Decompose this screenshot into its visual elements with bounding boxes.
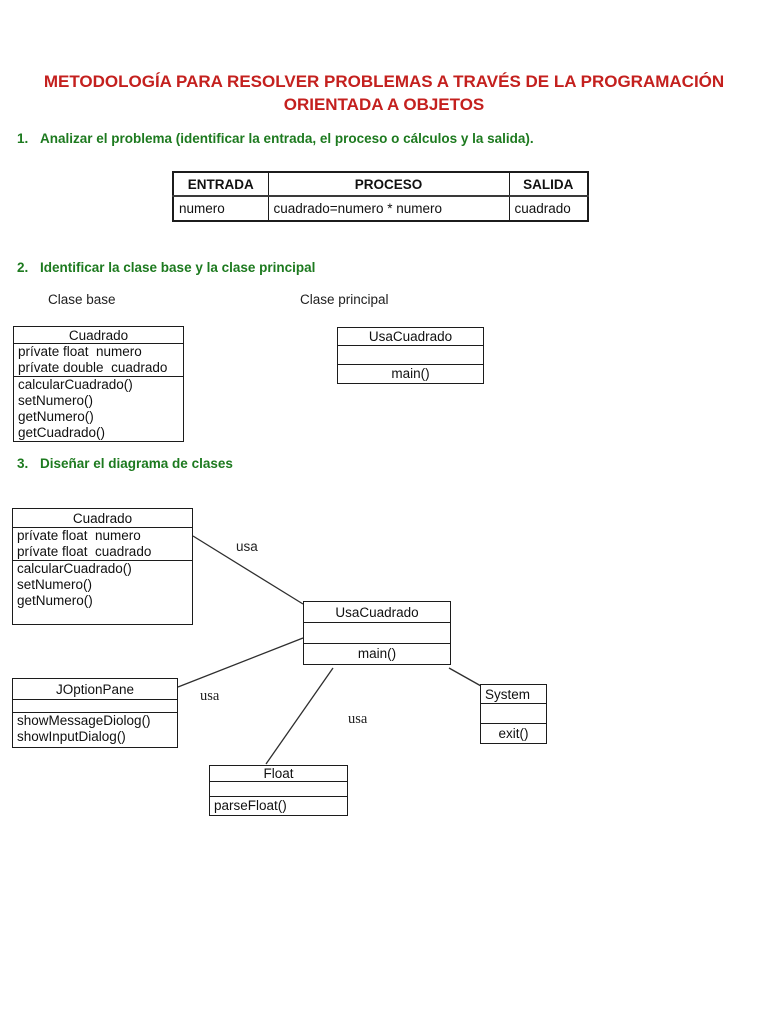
class-title: UsaCuadrado bbox=[304, 602, 450, 623]
diagram-class-system: System exit() bbox=[480, 684, 547, 744]
class-method: getCuadrado() bbox=[18, 425, 106, 440]
class-method: showMessageDiolog() bbox=[17, 713, 151, 728]
class-method: setNumero() bbox=[18, 393, 94, 408]
document-title: METODOLOGÍA PARA RESOLVER PROBLEMAS A TR… bbox=[43, 72, 725, 114]
class-box-cuadrado-base: Cuadrado prívate float numero prívate do… bbox=[13, 326, 184, 442]
class-attributes-empty bbox=[481, 704, 546, 724]
class-attributes-empty bbox=[210, 782, 347, 797]
assoc-line-joptionpane-usacuadrado bbox=[177, 637, 304, 688]
heading-1: 1. Analizar el problema (identificar la … bbox=[17, 131, 737, 147]
io-table-data-row: numero cuadrado=numero * numero cuadrado bbox=[172, 195, 589, 222]
io-table-header-proceso: PROCESO bbox=[267, 171, 510, 197]
class-method: parseFloat() bbox=[214, 798, 287, 813]
class-methods: calcularCuadrado() setNumero() getNumero… bbox=[14, 377, 183, 441]
class-method: main() bbox=[391, 366, 430, 381]
assoc-label-usa-3: usa bbox=[348, 711, 368, 727]
io-table-header-row: ENTRADA PROCESO SALIDA bbox=[172, 171, 589, 197]
heading-1-text: Analizar el problema (identificar la ent… bbox=[40, 131, 534, 146]
class-method: getNumero() bbox=[18, 409, 94, 424]
diagram-class-usacuadrado: UsaCuadrado main() bbox=[303, 601, 451, 665]
io-table-header-entrada: ENTRADA bbox=[172, 171, 269, 197]
io-table-cell-salida: cuadrado bbox=[508, 195, 589, 222]
assoc-label-usa-1: usa bbox=[236, 539, 258, 554]
class-method: getNumero() bbox=[17, 593, 93, 608]
assoc-line-usacuadrado-system bbox=[448, 667, 482, 687]
diagram-class-joptionpane: JOptionPane showMessageDiolog() showInpu… bbox=[12, 678, 178, 748]
assoc-line-usacuadrado-float bbox=[265, 667, 334, 765]
class-title: Float bbox=[210, 766, 347, 782]
class-title: System bbox=[481, 685, 546, 704]
heading-2: 2. Identificar la clase base y la clase … bbox=[17, 260, 737, 276]
heading-1-number: 1. bbox=[17, 131, 29, 146]
class-title: Cuadrado bbox=[13, 509, 192, 528]
class-attributes-empty bbox=[338, 346, 483, 365]
class-attribute: prívate double cuadrado bbox=[18, 360, 168, 375]
class-attribute: prívate float cuadrado bbox=[17, 544, 152, 559]
heading-3: 3. Diseñar el diagrama de clases bbox=[17, 456, 737, 472]
class-title: Cuadrado bbox=[14, 327, 183, 344]
class-method: exit() bbox=[498, 726, 529, 741]
heading-2-text: Identificar la clase base y la clase pri… bbox=[40, 260, 316, 275]
assoc-label-usa-2: usa bbox=[200, 688, 220, 704]
class-method: calcularCuadrado() bbox=[18, 377, 133, 392]
label-clase-principal: Clase principal bbox=[300, 292, 389, 307]
heading-2-number: 2. bbox=[17, 260, 29, 275]
class-title: JOptionPane bbox=[13, 679, 177, 700]
class-attributes-empty bbox=[13, 700, 177, 713]
class-box-usacuadrado-principal: UsaCuadrado main() bbox=[337, 327, 484, 384]
diagram-class-float: Float parseFloat() bbox=[209, 765, 348, 816]
label-clase-base: Clase base bbox=[48, 292, 116, 307]
class-attributes-empty bbox=[304, 623, 450, 644]
heading-3-number: 3. bbox=[17, 456, 29, 471]
class-method: showInputDialog() bbox=[17, 729, 126, 744]
class-method: calcularCuadrado() bbox=[17, 561, 132, 576]
class-methods: calcularCuadrado() setNumero() getNumero… bbox=[13, 561, 192, 624]
class-methods: showMessageDiolog() showInputDialog() bbox=[13, 713, 177, 747]
diagram-class-cuadrado: Cuadrado prívate float numero prívate fl… bbox=[12, 508, 193, 625]
class-attribute: prívate float numero bbox=[17, 528, 141, 543]
class-title: UsaCuadrado bbox=[338, 328, 483, 346]
heading-3-text: Diseñar el diagrama de clases bbox=[40, 456, 233, 471]
io-table-cell-entrada: numero bbox=[172, 195, 269, 222]
io-table-header-salida: SALIDA bbox=[508, 171, 589, 197]
class-method: setNumero() bbox=[17, 577, 93, 592]
class-attributes: prívate float numero prívate double cuad… bbox=[14, 344, 183, 377]
class-method: main() bbox=[357, 646, 397, 661]
io-table-cell-proceso: cuadrado=numero * numero bbox=[267, 195, 510, 222]
io-table: ENTRADA PROCESO SALIDA numero cuadrado=n… bbox=[172, 171, 589, 222]
class-attribute: prívate float numero bbox=[18, 344, 142, 359]
class-attributes: prívate float numero prívate float cuadr… bbox=[13, 528, 192, 561]
